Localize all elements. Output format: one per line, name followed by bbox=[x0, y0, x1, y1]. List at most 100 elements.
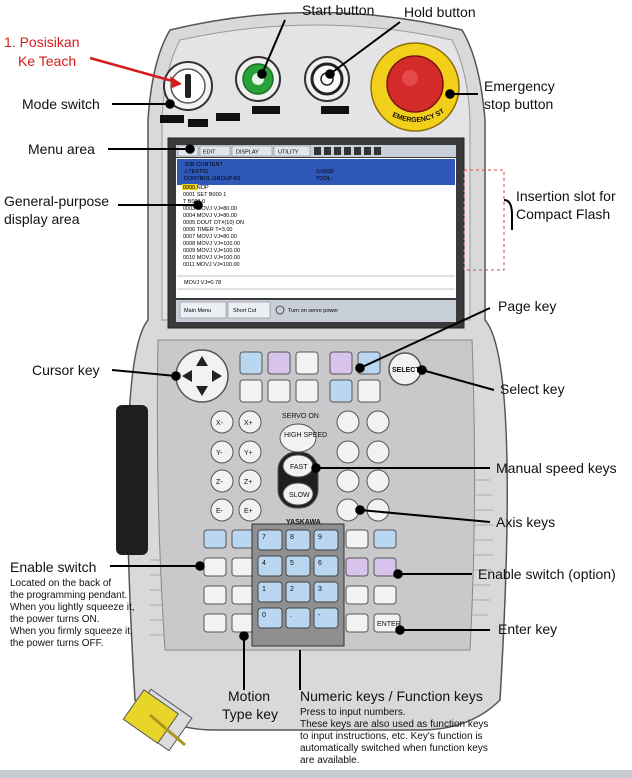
high-speed-label: HIGH SPEED bbox=[284, 432, 327, 439]
enable-switch-note-4: the power turns ON. bbox=[10, 614, 100, 625]
short-cut-button[interactable]: Short Cut bbox=[233, 308, 257, 314]
numeric-key-label: 1 bbox=[262, 586, 266, 593]
label-insertion-line2: Compact Flash bbox=[516, 206, 611, 222]
job-line: 0001 SET B000 1 bbox=[183, 192, 226, 198]
screen-header-group: CONTROL GROUP:R1 bbox=[184, 176, 241, 182]
job-line: 0003 MOVJ VJ=80.00 bbox=[183, 206, 237, 212]
mode-switch[interactable] bbox=[160, 61, 240, 127]
slow-label: SLOW bbox=[289, 492, 310, 499]
numeric-key-label: 8 bbox=[290, 534, 294, 541]
insertion-slot-outline bbox=[463, 169, 505, 271]
cable-connector bbox=[122, 688, 193, 752]
menu-tab-display[interactable]: DISPLAY bbox=[236, 150, 259, 156]
screen-header-job: J:TEST01 bbox=[184, 169, 208, 175]
leader-lines bbox=[108, 19, 495, 690]
numeric-key-label: 3 bbox=[318, 586, 322, 593]
main-menu-button[interactable]: Main Menu bbox=[184, 308, 211, 314]
numeric-key-labels: 7 8 9 4 5 6 1 2 3 0 . - bbox=[262, 534, 322, 619]
select-key[interactable]: SELECT bbox=[388, 352, 422, 386]
label-menu-area: Menu area bbox=[28, 141, 95, 157]
lower-left-keys[interactable] bbox=[203, 529, 255, 633]
axis-key-label: Y+ bbox=[244, 450, 253, 457]
axis-key-label: X+ bbox=[244, 420, 253, 427]
enable-switch-note-1: Located on the back of bbox=[10, 578, 112, 589]
job-line: 0011 MOVJ VJ=100.00 bbox=[183, 262, 240, 268]
manual-speed-keys[interactable] bbox=[277, 423, 319, 509]
axis-keys-left-labels: X- X+ Y- Y+ Z- Z+ E- E+ bbox=[216, 420, 253, 515]
input-line[interactable]: MOVJ VJ=0.78 bbox=[184, 280, 221, 286]
numeric-keys[interactable] bbox=[257, 529, 339, 629]
job-line: 0010 MOVJ VJ=100.00 bbox=[183, 255, 240, 261]
numeric-keys-note-4: automatically switched when function key… bbox=[300, 743, 488, 754]
numeric-key-label: 0 bbox=[262, 612, 266, 619]
brand-label: YASKAWA bbox=[286, 519, 321, 526]
menu-tab-edit[interactable]: EDIT bbox=[203, 150, 216, 156]
label-emergency-line1: Emergency bbox=[484, 78, 555, 94]
numeric-key-label: 6 bbox=[318, 560, 322, 567]
select-key-label: SELECT bbox=[392, 367, 420, 374]
label-cursor-key: Cursor key bbox=[32, 362, 100, 378]
numeric-keys-note-5: are available. bbox=[300, 755, 360, 766]
motion-type-key bbox=[231, 613, 255, 633]
label-manual-speed-keys: Manual speed keys bbox=[496, 460, 617, 476]
enable-switch-note-2: the programming pendant. bbox=[10, 590, 128, 601]
numeric-keys-note-1: Press to input numbers. bbox=[300, 707, 406, 718]
label-axis-keys: Axis keys bbox=[496, 514, 556, 530]
numeric-keys-note-3: to input instructions, etc. Key's functi… bbox=[300, 731, 483, 742]
label-numeric-keys: Numeric keys / Function keys bbox=[300, 688, 483, 704]
numeric-key-label: 9 bbox=[318, 534, 322, 541]
label-motion-line1: Motion bbox=[228, 688, 271, 704]
numeric-key-label: 5 bbox=[290, 560, 294, 567]
numeric-key-label: 2 bbox=[290, 586, 294, 593]
label-general-line2: display area bbox=[4, 211, 80, 227]
job-line: 0004 MOVJ VJ=80.00 bbox=[183, 213, 237, 219]
label-enter-key: Enter key bbox=[498, 621, 558, 637]
label-enable-switch: Enable switch bbox=[10, 559, 97, 575]
lower-right-keys[interactable] bbox=[345, 529, 401, 633]
axis-keys-left[interactable] bbox=[210, 410, 262, 522]
numeric-keys-note-2: These keys are also used as function key… bbox=[300, 719, 489, 730]
display-header bbox=[177, 159, 455, 185]
menu-tabs[interactable]: EDIT DISPLAY UTILITY bbox=[177, 145, 381, 157]
teach-arrow bbox=[89, 56, 182, 88]
teach-annotation-line2: Ke Teach bbox=[18, 53, 77, 69]
axis-key-label: Z+ bbox=[244, 479, 252, 486]
axis-keys-right[interactable] bbox=[336, 410, 390, 522]
axis-key-label: Z- bbox=[216, 479, 223, 486]
menu-status-icons bbox=[314, 147, 381, 155]
job-lines: 0000 NOP 0001 SET B000 1 T B001 0 0003 M… bbox=[183, 185, 244, 268]
bottom-bar bbox=[0, 770, 632, 778]
label-enable-switch-option: Enable switch (option) bbox=[478, 566, 616, 582]
screen-header-title: JOB CONTENT bbox=[184, 162, 223, 168]
label-start-button: Start button bbox=[302, 2, 375, 18]
servo-power-icon bbox=[275, 305, 285, 315]
job-line: 0005 DOUT OT#(10) ON bbox=[183, 220, 244, 226]
label-mode-switch: Mode switch bbox=[22, 96, 100, 112]
cursor-key[interactable] bbox=[175, 349, 229, 403]
label-insertion-line1: Insertion slot for bbox=[516, 188, 616, 204]
numeric-key-label: - bbox=[318, 612, 321, 619]
teach-annotation-line1: 1. Posisikan bbox=[4, 34, 80, 50]
menu-tab-utility[interactable]: UTILITY bbox=[278, 150, 299, 156]
enable-switch-grip[interactable] bbox=[116, 405, 148, 555]
screen-header-tool: TOOL: bbox=[316, 176, 333, 182]
function-keys-top[interactable] bbox=[239, 351, 381, 403]
status-text: Turn on servo power bbox=[288, 308, 338, 314]
screen-header-step: S:0000 bbox=[316, 169, 333, 175]
enter-key bbox=[373, 613, 401, 633]
label-emergency-line2: stop button bbox=[484, 96, 554, 112]
fast-label: FAST bbox=[290, 464, 308, 471]
axis-key-label: X- bbox=[216, 420, 224, 427]
enable-switch-note-5: When you firmly squeeze it, bbox=[10, 626, 133, 637]
enter-key-label: ENTER bbox=[377, 621, 401, 628]
axis-key-label: E- bbox=[216, 508, 224, 515]
axis-key-label: E+ bbox=[244, 508, 253, 515]
job-line: 0009 MOVJ VJ=100.00 bbox=[183, 248, 240, 254]
job-line-highlight bbox=[182, 184, 198, 190]
job-line: 0000 NOP bbox=[183, 185, 209, 191]
numeric-key-label: . bbox=[290, 612, 292, 619]
job-line: 0006 TIMER T=3.00 bbox=[183, 227, 232, 233]
job-line: 0008 MOVJ VJ=100.00 bbox=[183, 241, 240, 247]
servo-on-label: SERVO ON bbox=[282, 413, 319, 420]
